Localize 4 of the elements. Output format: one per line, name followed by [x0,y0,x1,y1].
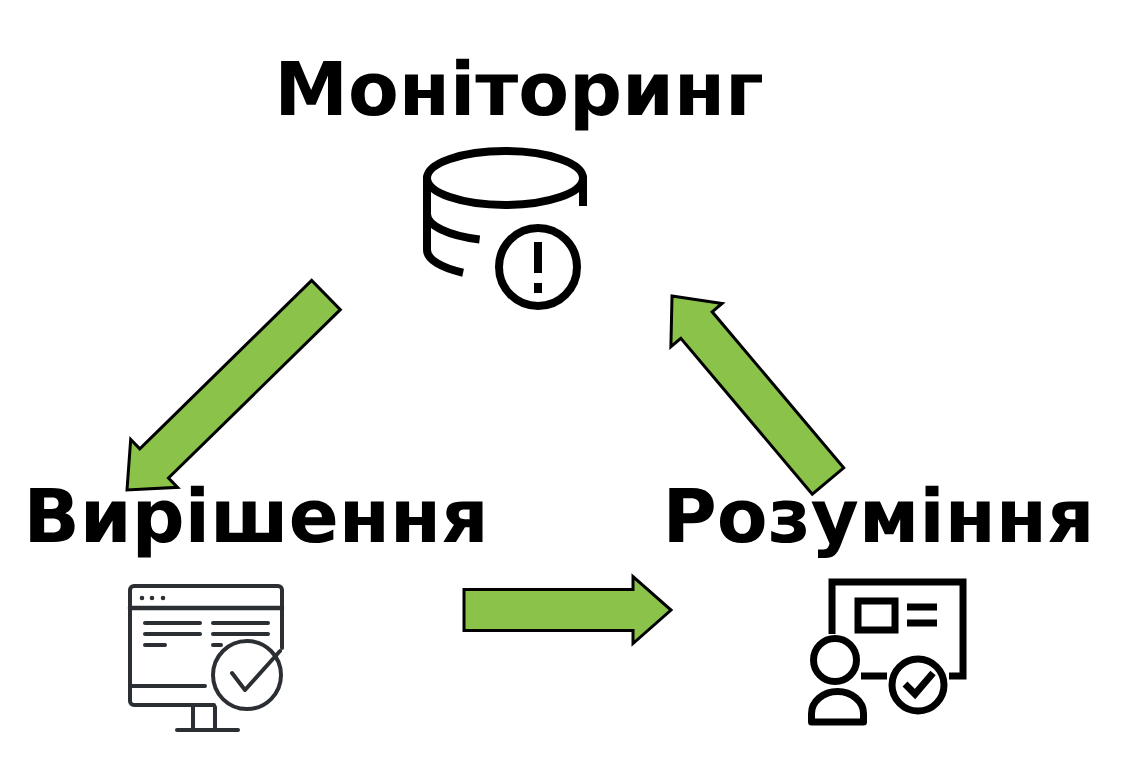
heading: Розуміння [669,485,1089,558]
heading: Вирішення [30,485,483,558]
arrow [462,573,674,647]
heading: Моніторинг [281,58,762,131]
